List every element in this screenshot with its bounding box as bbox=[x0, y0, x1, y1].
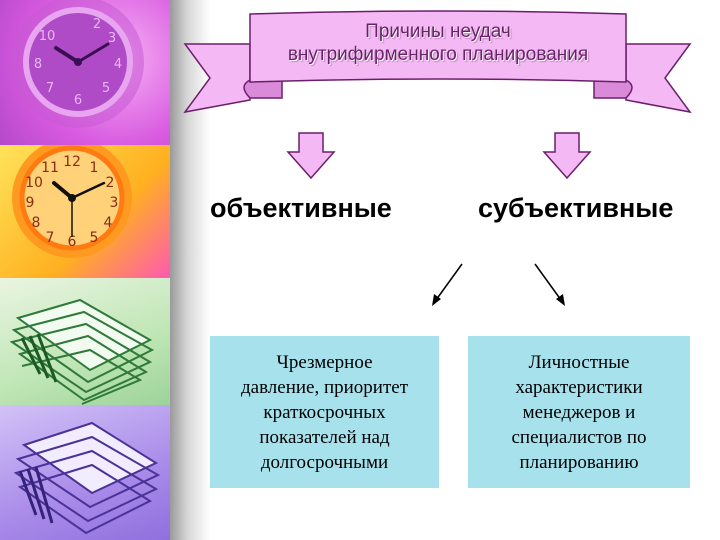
clock-number: 10 bbox=[39, 29, 56, 44]
clock-number: 7 bbox=[46, 230, 55, 246]
arrow-down-left-icon bbox=[286, 132, 336, 180]
clock-number: 6 bbox=[68, 234, 77, 250]
box-objective-cause: Чрезмерное давление, приоритет краткосро… bbox=[210, 336, 439, 488]
box-line: специалистов по bbox=[511, 426, 647, 448]
banner-right-tail bbox=[625, 43, 692, 114]
title-line-1: Причины неудач bbox=[365, 21, 511, 42]
clock-number: 12 bbox=[63, 154, 81, 170]
arrow-down-right-icon bbox=[542, 132, 592, 180]
arrowhead-right-icon bbox=[556, 294, 565, 306]
box-line: Личностные bbox=[528, 351, 630, 373]
clock-number: 8 bbox=[34, 57, 42, 72]
banner-body bbox=[249, 10, 627, 83]
box-line: менеджеров и bbox=[522, 401, 636, 423]
clock-number: 1 bbox=[90, 160, 99, 176]
category-subjective: субъективные bbox=[478, 193, 674, 223]
clock-number: 10 bbox=[25, 175, 43, 191]
box-line: характеристики bbox=[515, 376, 643, 398]
box-line: планированию bbox=[519, 451, 639, 473]
purple-papers-image bbox=[0, 405, 170, 540]
clock-number: 4 bbox=[104, 215, 113, 231]
clock-number: 2 bbox=[106, 175, 115, 191]
clock-number: 2 bbox=[93, 17, 101, 32]
clock-number: 7 bbox=[46, 81, 54, 96]
arrow-diagonal-right bbox=[534, 263, 562, 301]
clock-number: 3 bbox=[110, 195, 119, 211]
clock-number: 9 bbox=[26, 195, 35, 211]
clock-number: 3 bbox=[108, 31, 116, 46]
box-line: Чрезмерное bbox=[276, 351, 373, 373]
banner-left-tail bbox=[183, 43, 251, 114]
page-title: Причины неудач внутрифирменного планиров… bbox=[258, 20, 618, 66]
clock-number: 6 bbox=[74, 93, 82, 108]
title-line-2: внутрифирменного планирования bbox=[287, 44, 589, 65]
category-objective: объективные bbox=[210, 193, 392, 223]
purple-clock-image: 10 8 7 6 5 4 3 2 bbox=[0, 0, 170, 145]
orange-clock-image: 12 1 2 3 4 5 6 7 8 9 10 11 bbox=[0, 145, 170, 278]
box-line: долгосрочными bbox=[260, 451, 389, 473]
clock-number: 5 bbox=[102, 81, 110, 96]
box-line: краткосрочных bbox=[263, 401, 386, 423]
clock-number: 4 bbox=[114, 57, 122, 72]
box-subjective-cause: Личностные характеристики менеджеров и с… bbox=[468, 336, 690, 488]
clock-number: 8 bbox=[32, 215, 41, 231]
green-papers-image bbox=[0, 278, 170, 405]
arrowhead-left-icon bbox=[432, 294, 441, 306]
box-line: показателей над bbox=[259, 426, 390, 448]
box-line: давление, приоритет bbox=[240, 376, 409, 398]
clock-number: 5 bbox=[90, 230, 99, 246]
clock-number: 11 bbox=[41, 160, 59, 176]
arrow-diagonal-left bbox=[435, 263, 463, 301]
decorative-image-strip: 10 8 7 6 5 4 3 2 12 1 2 3 4 5 bbox=[0, 0, 170, 540]
